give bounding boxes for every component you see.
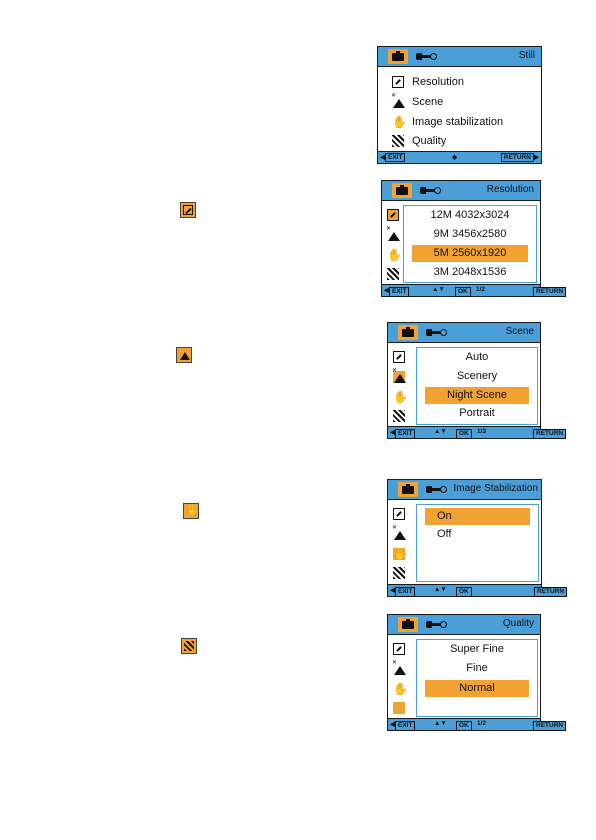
quality-options: Super Fine Fine Normal [416, 639, 538, 717]
menu-header: Still [378, 47, 541, 67]
menu-footer: ◀EXIT ▲▼ OK 1/2 RETURN▶ [388, 718, 567, 731]
option-night-scene-selected[interactable]: Night Scene [425, 387, 529, 404]
up-down-arrows-icon: ▲▼ [434, 428, 447, 435]
option-3m[interactable]: 3M 2048x1536 [433, 266, 507, 278]
scene-icon[interactable] [386, 225, 400, 241]
resolution-icon [180, 202, 196, 218]
wrench-icon[interactable] [420, 187, 441, 194]
menu-footer: ◀EXIT ▲▼ OK RETURN▶ [388, 584, 568, 597]
page-indicator: 1/2 [476, 286, 486, 293]
scene-icon[interactable] [392, 367, 406, 383]
option-off[interactable]: Off [437, 528, 452, 540]
exit-button[interactable]: ◀EXIT [384, 286, 410, 297]
camera-icon[interactable] [388, 49, 408, 64]
quality-icon [181, 638, 197, 654]
menu-title: Still [518, 50, 535, 61]
wrench-icon[interactable] [426, 621, 447, 628]
resolution-icon[interactable] [393, 643, 405, 655]
camera-icon[interactable] [398, 617, 418, 632]
option-auto[interactable]: Auto [465, 351, 489, 363]
menu-title: Image Stabilization [453, 483, 539, 494]
return-button[interactable]: RETURN▶ [534, 586, 568, 597]
up-down-arrows-icon: ▲▼ [434, 586, 447, 593]
quality-icon[interactable] [387, 268, 399, 280]
option-super-fine[interactable]: Super Fine [450, 643, 504, 655]
return-button[interactable]: RETURN▶ [533, 720, 567, 731]
option-9m[interactable]: 9M 3456x2580 [433, 228, 507, 240]
camera-icon[interactable] [398, 482, 418, 497]
option-fine[interactable]: Fine [466, 662, 488, 674]
exit-button[interactable]: ◀EXIT [380, 153, 406, 162]
quality-icon[interactable] [393, 567, 405, 579]
menu-title: Resolution [486, 184, 534, 195]
resolution-screen: Resolution ✋ 12M 4032x3024 9M 3456x2580 … [381, 180, 567, 297]
hand-icon[interactable]: ✋ [393, 390, 408, 404]
menu-title: Quality [502, 618, 534, 629]
stabilization-options: On Off [416, 504, 539, 582]
scene-icon[interactable] [392, 524, 406, 540]
wrench-icon[interactable] [426, 486, 447, 493]
hand-icon: ✋ [183, 503, 200, 519]
option-on-selected[interactable]: On [425, 508, 530, 525]
menu-footer: ◀EXIT ▲▼ OK 1/2 RETURN▶ [382, 284, 567, 297]
menu-header: Image Stabilization [388, 480, 541, 500]
hand-icon[interactable]: ✋ [393, 547, 408, 561]
option-scenery[interactable]: Scenery [456, 370, 498, 382]
exit-button[interactable]: ◀EXIT [390, 720, 416, 731]
menu-item-quality[interactable]: Quality [392, 135, 446, 147]
quality-icon [392, 135, 404, 147]
option-portrait[interactable]: Portrait [459, 407, 495, 419]
menu-title: Scene [505, 326, 534, 337]
image-stabilization-screen: Image Stabilization ✋ On Off ◀EXIT ▲▼ OK… [387, 479, 568, 597]
hand-icon: ✋ [392, 115, 407, 129]
hand-icon[interactable]: ✋ [387, 248, 402, 262]
menu-footer: ◀EXIT ▲▼ OK 1/3 RETURN▶ [388, 426, 567, 439]
up-down-arrows-icon: ▲▼ [432, 286, 445, 293]
scene-icon[interactable] [392, 659, 406, 675]
option-5m-selected[interactable]: 5M 2560x1920 [412, 245, 528, 262]
scene-options: Auto Scenery Night Scene Portrait [416, 347, 538, 425]
resolution-icon [392, 76, 404, 88]
scene-screen: Scene ✋ Auto Scenery Night Scene Portrai… [387, 322, 567, 439]
quality-icon[interactable] [393, 410, 405, 422]
exit-button[interactable]: ◀EXIT [390, 586, 416, 597]
hand-icon[interactable]: ✋ [393, 682, 408, 696]
menu-item-image-stabilization[interactable]: ✋ Image stabilization [392, 115, 504, 129]
down-arrow-icon: ◆ [452, 154, 457, 161]
scene-icon [391, 92, 405, 108]
menu-footer: ◀EXIT ◆ RETURN▶ [378, 151, 541, 163]
quality-screen: Quality ✋ Super Fine Fine Normal ◀EXIT ▲… [387, 614, 567, 731]
wrench-icon[interactable] [416, 53, 437, 60]
wrench-icon[interactable] [426, 329, 447, 336]
resolution-icon[interactable] [393, 351, 405, 363]
page-indicator: 1/2 [477, 720, 487, 727]
option-normal-selected[interactable]: Normal [425, 680, 529, 697]
camera-icon[interactable] [392, 183, 412, 198]
resolution-options: 12M 4032x3024 9M 3456x2580 5M 2560x1920 … [403, 205, 537, 283]
return-button[interactable]: RETURN▶ [533, 428, 567, 439]
option-12m[interactable]: 12M 4032x3024 [430, 209, 510, 221]
up-down-arrows-icon: ▲▼ [434, 720, 447, 727]
resolution-icon[interactable] [387, 209, 399, 221]
return-button[interactable]: RETURN▶ [533, 286, 567, 297]
menu-header: Resolution [382, 181, 540, 201]
still-menu-screen: Still Resolution Scene ✋ Image stabiliza… [377, 46, 542, 164]
menu-item-scene[interactable]: Scene [391, 92, 443, 108]
quality-icon[interactable] [393, 702, 405, 714]
menu-header: Quality [388, 615, 540, 635]
resolution-icon[interactable] [393, 508, 405, 520]
menu-header: Scene [388, 323, 540, 343]
menu-item-resolution[interactable]: Resolution [392, 76, 464, 88]
page-indicator: 1/3 [477, 428, 487, 435]
return-button[interactable]: RETURN▶ [500, 153, 539, 162]
camera-icon[interactable] [398, 325, 418, 340]
scene-icon [176, 347, 192, 363]
exit-button[interactable]: ◀EXIT [390, 428, 416, 439]
